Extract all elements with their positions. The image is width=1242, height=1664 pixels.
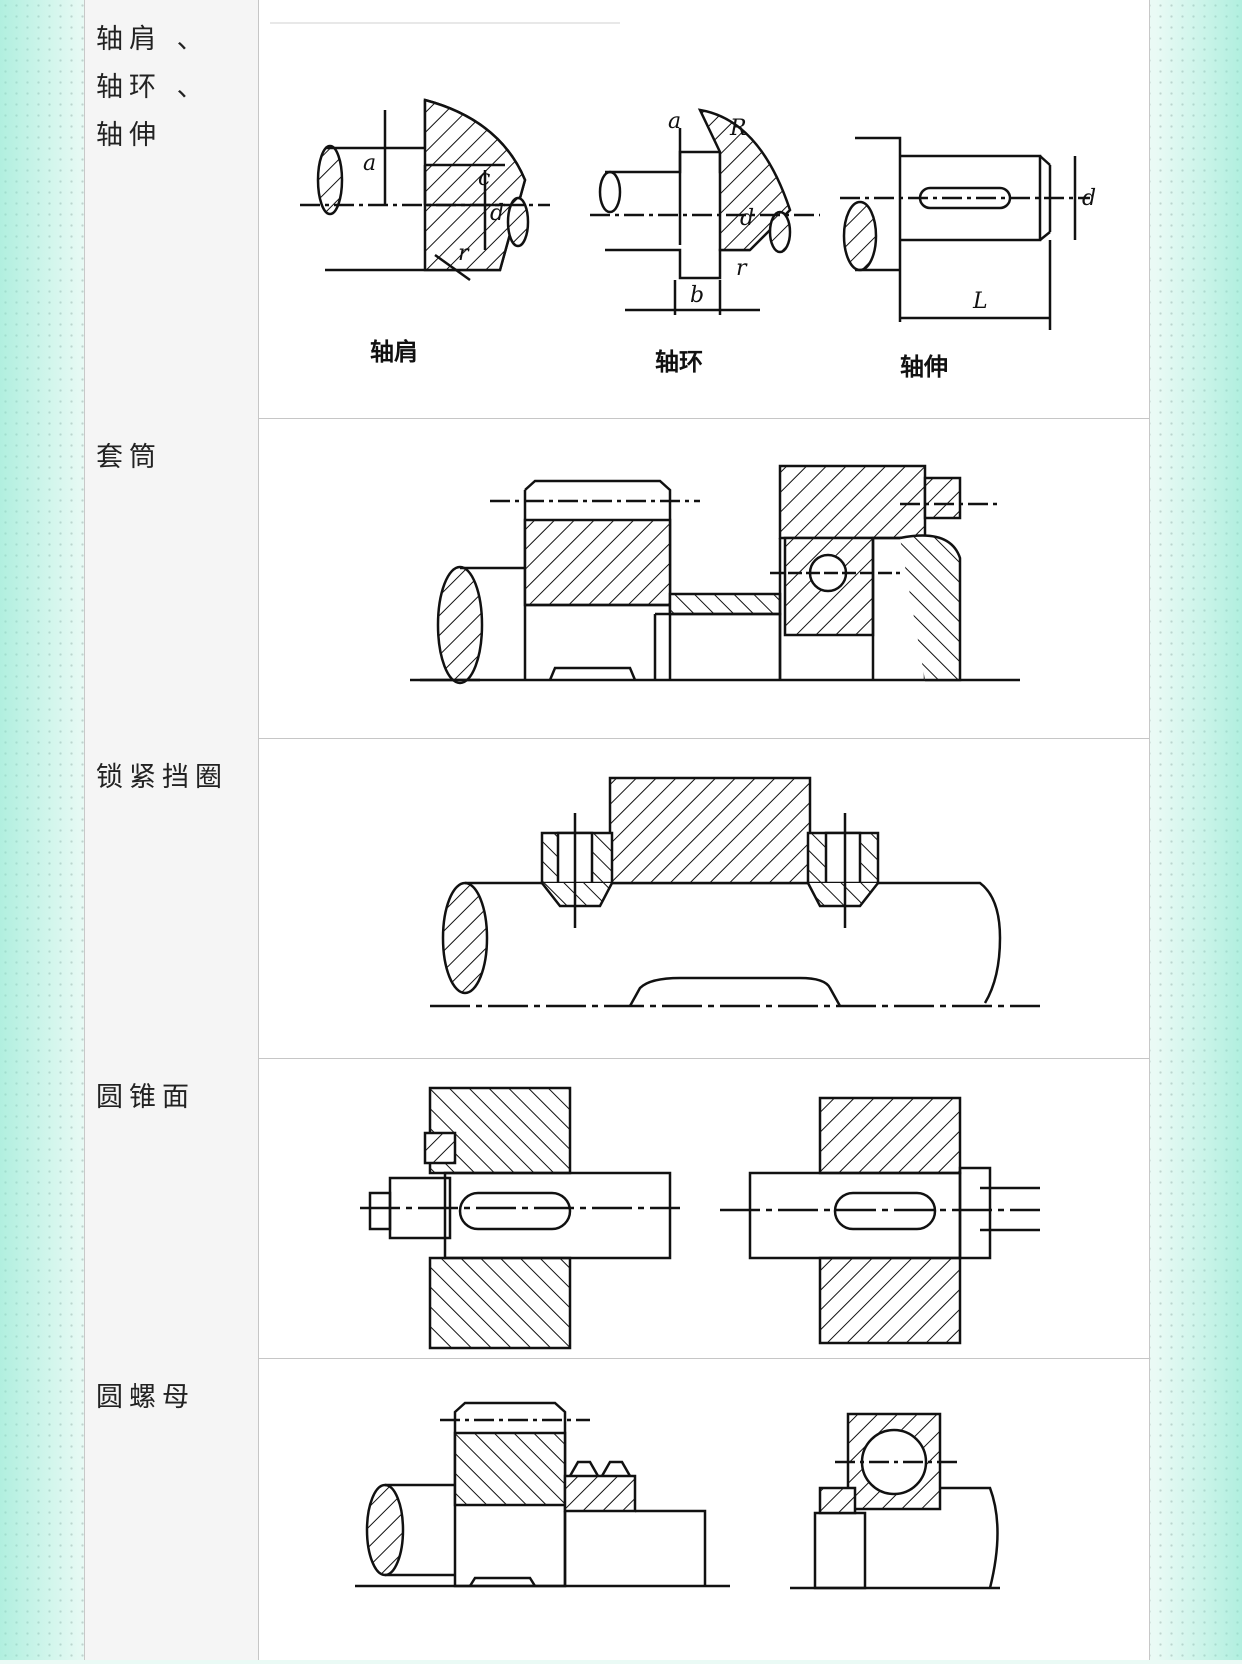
table-row: 圆螺母 xyxy=(85,1358,1149,1660)
lock-ring-drawing xyxy=(430,776,1040,1008)
dim-L: L xyxy=(972,289,988,314)
table-row: 轴肩 、 轴环 、 轴伸 xyxy=(85,0,1149,419)
round-nut-drawing xyxy=(355,1401,1000,1590)
row-label: 锁紧挡圈 xyxy=(85,738,259,1058)
shaft-positioning-table: 轴肩 、 轴环 、 轴伸 xyxy=(84,0,1150,1660)
dim-d-collar: d xyxy=(740,206,754,231)
conical-surface-drawing xyxy=(360,1086,1040,1350)
table-row: 锁紧挡圈 xyxy=(85,738,1149,1059)
row-label: 轴肩 、 轴环 、 轴伸 xyxy=(85,0,259,418)
table-row: 套筒 xyxy=(85,418,1149,739)
round-nut-figure xyxy=(260,1358,1149,1660)
sleeve-figure xyxy=(260,418,1149,738)
caption-collar: 轴环 xyxy=(655,347,703,376)
dim-b: b xyxy=(690,283,704,308)
sleeve-drawing xyxy=(410,464,1020,685)
caption-shoulder: 轴肩 xyxy=(370,337,418,366)
dim-c: c xyxy=(478,166,490,191)
dim-R: R xyxy=(729,116,747,141)
shaft-shoulder-collar-extension-figure: a c d r a R d r b d L 轴肩 轴环 轴伸 xyxy=(260,0,1149,418)
dim-a: a xyxy=(363,151,376,176)
dim-r-collar: r xyxy=(736,256,748,281)
dim-d-extension: d xyxy=(1082,186,1096,211)
lock-retaining-ring-figure xyxy=(260,738,1149,1058)
row-label: 套筒 xyxy=(85,418,259,738)
dim-d: d xyxy=(490,201,504,226)
caption-extension: 轴伸 xyxy=(900,352,948,381)
row-label: 圆锥面 xyxy=(85,1058,259,1358)
conical-surface-figure xyxy=(260,1058,1149,1358)
table-row: 圆锥面 xyxy=(85,1058,1149,1359)
row-label: 圆螺母 xyxy=(85,1358,259,1660)
dim-r: r xyxy=(458,241,470,266)
dim-a-collar: a xyxy=(668,109,681,134)
shaft-figure-1: a c d r a R d r b d L 轴肩 轴环 轴伸 xyxy=(270,22,1096,381)
